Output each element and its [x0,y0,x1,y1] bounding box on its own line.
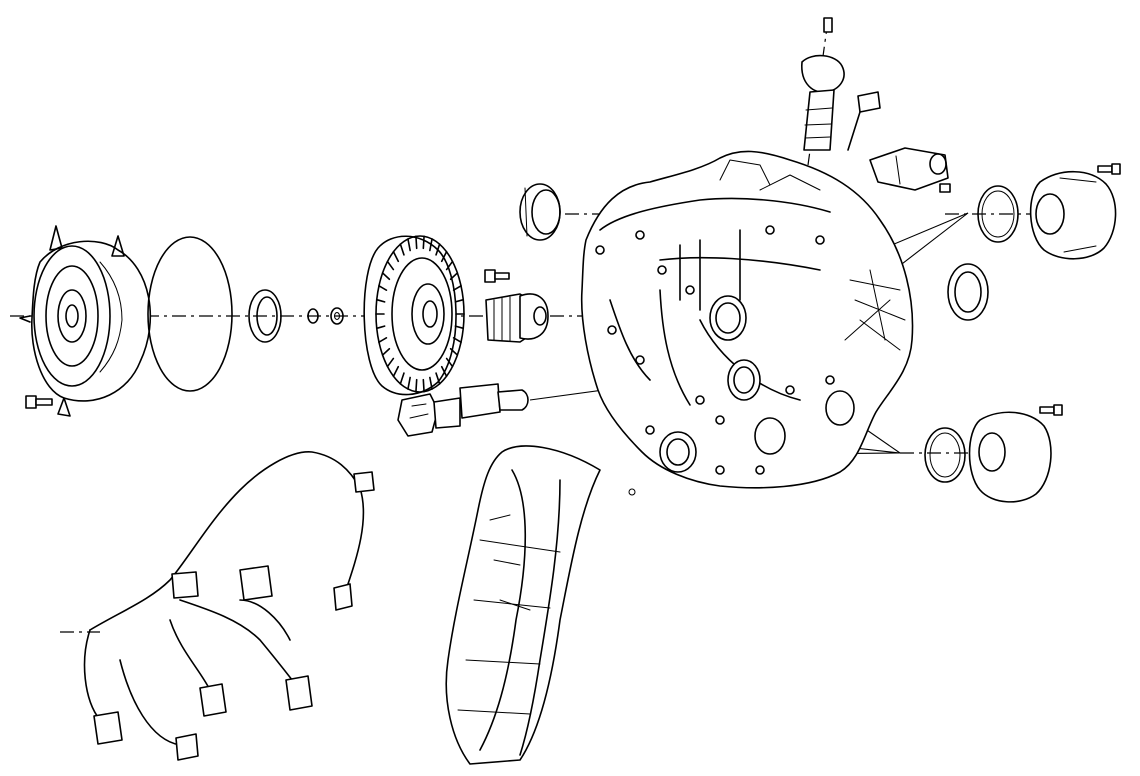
case-bolt-hole [657,265,667,275]
upper-bearing-cap [977,163,1121,260]
case-bolt-hole [635,355,645,365]
gear-tooth [429,376,433,390]
case-bolt-hole [825,375,835,385]
lower-bearing-cap [924,404,1063,503]
gear-tooth [415,235,418,250]
bolt-left [25,395,53,409]
gear-tooth [429,238,433,252]
gear-tooth [378,285,388,291]
case-bolt-hole [635,230,645,240]
transaxle-case [580,150,914,489]
gear-tooth [452,285,462,291]
gear-tooth [392,250,400,263]
case-bolt-hole [755,465,765,475]
gear-tooth [445,260,454,271]
case-bolt-hole [607,325,617,335]
gear-tooth [445,357,454,368]
lower-cover [445,445,636,765]
speed-sensor [397,383,529,437]
torque-converter [363,235,465,396]
case-bolt-hole [595,245,605,255]
large-o-ring [147,236,233,392]
seal-ring [248,289,282,343]
converter-cover [19,225,152,417]
case-bolt-hole [785,385,795,395]
gear-tooth [449,272,459,281]
gear-tooth [381,272,391,281]
case-bolt-hole [765,225,775,235]
case-bolt-hole [815,235,825,245]
gear-tooth [386,357,395,368]
wiring-harness [83,451,375,761]
gear-tooth [435,243,441,256]
gear-tooth [440,250,448,263]
input-shaft [485,293,549,343]
gear-tooth [375,298,386,303]
gear-tooth [399,243,405,256]
gear-tooth [407,238,411,252]
washers [307,307,344,325]
gear-tooth [407,376,411,390]
case-bolt-hole [715,465,725,475]
gear-tooth [422,378,425,393]
gear-tooth [440,365,448,378]
side-seal-right [947,263,989,321]
gear-tooth [392,365,400,378]
small-connector [847,91,881,151]
gear-tooth [454,298,465,303]
gear-tooth [454,325,465,330]
top-sensor [801,17,845,151]
gear-tooth [435,372,441,385]
gear-tooth [422,235,425,250]
gear-tooth [386,260,395,271]
bolt-upper [484,269,510,283]
gear-tooth [378,337,388,343]
case-bolt-hole [695,395,705,405]
gear-tooth [452,337,462,343]
case-bolt-hole [645,425,655,435]
gear-tooth [399,372,405,385]
top-seal [519,183,561,241]
gear-tooth [381,347,391,356]
case-bolt-hole [715,415,725,425]
position-switch [869,147,951,193]
gear-tooth [449,347,459,356]
gear-tooth [415,378,418,393]
gear-tooth [375,325,386,330]
case-bolt-hole [685,285,695,295]
